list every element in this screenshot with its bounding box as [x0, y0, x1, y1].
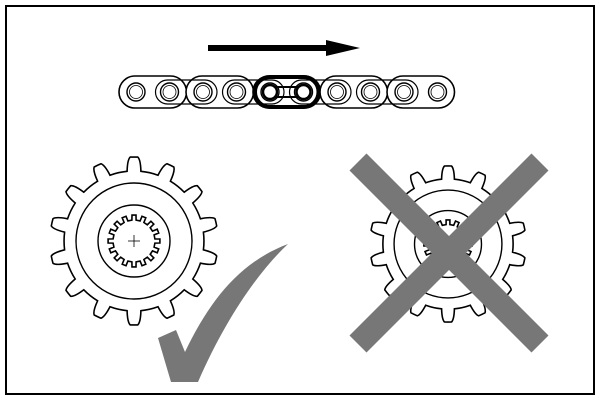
chain-outer-plate — [355, 79, 419, 105]
chain-outer-plate — [288, 79, 352, 105]
chain-roller-inner — [330, 85, 344, 99]
sprocket-hub-ring — [97, 204, 171, 278]
sprocket-correct — [50, 156, 218, 326]
chain-roller-inner — [363, 85, 378, 99]
chain-roller-inner — [397, 85, 411, 99]
direction-arrow — [208, 40, 360, 56]
chain-roller-inner — [229, 85, 244, 99]
check-mark-icon — [158, 244, 288, 382]
diagram-border — [5, 5, 595, 395]
chain-master-pin — [261, 83, 279, 101]
chain-outer-plate — [221, 79, 285, 105]
sprocket-hub-ring — [413, 209, 483, 279]
sprocket-pitch-ring — [75, 182, 193, 300]
chain-outer-plate — [154, 79, 218, 105]
drive-chain — [118, 75, 456, 109]
chain-roller-inner — [129, 85, 143, 99]
chain-master-pin — [295, 83, 312, 101]
cross-mark-icon — [349, 153, 549, 353]
chain-roller-inner — [162, 85, 177, 99]
chain-roller-inner — [196, 85, 210, 99]
sprocket-pitch-ring — [393, 189, 503, 299]
chain-roller-inner — [430, 85, 445, 99]
chain-master-link — [253, 75, 321, 109]
